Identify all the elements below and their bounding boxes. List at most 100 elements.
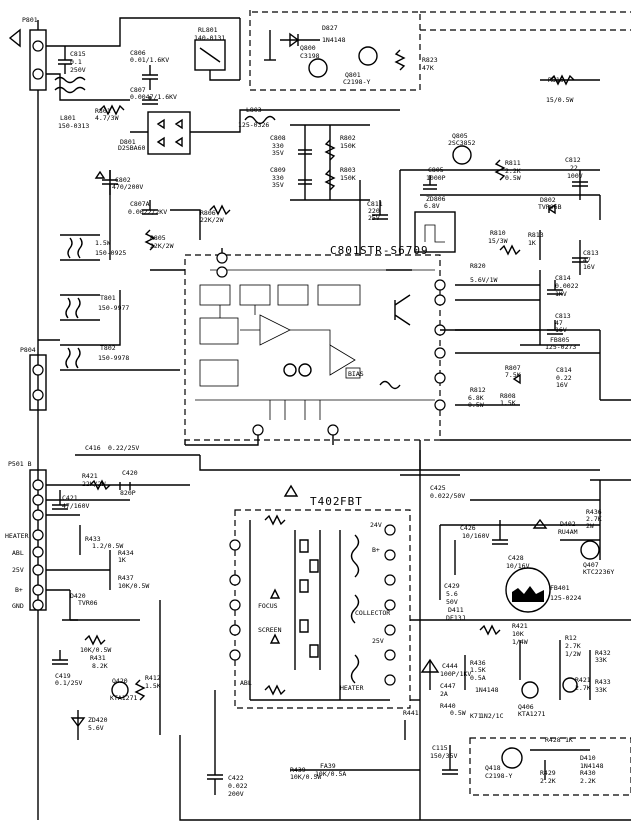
- svg-text:R436: R436: [470, 659, 486, 667]
- svg-text:22K/2W: 22K/2W: [150, 242, 174, 250]
- svg-text:R440: R440: [440, 702, 456, 710]
- svg-text:DF13J: DF13J: [446, 614, 466, 622]
- svg-text:KTA1271: KTA1271: [518, 710, 545, 718]
- svg-text:15/0.5W: 15/0.5W: [546, 96, 573, 104]
- svg-text:1N4148: 1N4148: [580, 762, 604, 770]
- svg-text:R803: R803: [340, 166, 356, 174]
- svg-text:2W: 2W: [586, 522, 594, 530]
- svg-text:SCREEN: SCREEN: [258, 626, 282, 634]
- svg-text:C428: C428: [508, 554, 524, 562]
- svg-text:1.5W: 1.5W: [95, 239, 111, 247]
- svg-text:125-0326: 125-0326: [238, 121, 269, 129]
- svg-text:1K: 1K: [118, 556, 126, 564]
- svg-text:D420: D420: [70, 592, 86, 600]
- svg-text:2.2K: 2.2K: [540, 777, 556, 785]
- svg-text:L803: L803: [246, 106, 262, 114]
- svg-text:1N4148: 1N4148: [475, 686, 499, 694]
- svg-text:R816: R816: [548, 76, 564, 84]
- svg-text:R421: R421: [575, 676, 591, 684]
- svg-text:R820: R820: [470, 262, 486, 270]
- svg-text:22: 22: [570, 164, 578, 172]
- svg-text:C812: C812: [565, 156, 581, 164]
- svg-text:0.22: 0.22: [556, 374, 572, 382]
- svg-text:0.5W: 0.5W: [505, 174, 521, 182]
- svg-text:22K/2W: 22K/2W: [200, 216, 224, 224]
- svg-text:Q406: Q406: [518, 703, 534, 711]
- svg-text:RU4AM: RU4AM: [558, 528, 578, 536]
- svg-text:1000P: 1000P: [426, 174, 446, 182]
- fbt-focus: FOCUS: [258, 602, 278, 610]
- r816-group: R816 15/0.5W: [540, 74, 600, 104]
- svg-text:R432: R432: [595, 649, 611, 657]
- svg-text:R823: R823: [422, 56, 438, 64]
- svg-text:C444: C444: [442, 662, 458, 670]
- svg-text:820P: 820P: [120, 489, 136, 497]
- svg-text:47: 47: [555, 319, 563, 327]
- svg-text:R441: R441: [403, 709, 419, 717]
- svg-text:8.2K: 8.2K: [92, 662, 108, 670]
- svg-text:K71: K71: [470, 712, 482, 720]
- svg-text:16V: 16V: [583, 263, 595, 271]
- svg-text:C416: C416: [85, 444, 101, 452]
- svg-text:C811: C811: [367, 200, 383, 208]
- svg-text:1/4W: 1/4W: [512, 638, 528, 646]
- svg-text:2.2K: 2.2K: [580, 777, 596, 785]
- svg-text:0.5W: 0.5W: [450, 709, 466, 717]
- svg-text:R428: R428: [545, 736, 561, 744]
- svg-text:KTC2236Y: KTC2236Y: [583, 568, 614, 576]
- svg-text:100V: 100V: [567, 172, 583, 180]
- svg-text:35V: 35V: [272, 149, 284, 157]
- p801-label: P801: [22, 16, 38, 24]
- svg-text:1K: 1K: [528, 239, 536, 247]
- svg-text:L801: L801: [60, 114, 76, 122]
- svg-text:BIAS: BIAS: [348, 370, 364, 378]
- svg-text:2SC3852: 2SC3852: [448, 139, 475, 147]
- svg-text:1N4148: 1N4148: [322, 36, 346, 44]
- svg-text:D411: D411: [448, 606, 464, 614]
- svg-text:B+: B+: [372, 546, 380, 554]
- svg-text:R805: R805: [150, 234, 166, 242]
- svg-text:35V: 35V: [272, 181, 284, 189]
- svg-text:R436: R436: [586, 508, 602, 516]
- svg-text:0.0047/1.6KV: 0.0047/1.6KV: [130, 93, 177, 101]
- p501b-pin-25v: 25V: [12, 566, 24, 574]
- fbt-type: FBT: [340, 495, 363, 508]
- svg-text:R12: R12: [565, 634, 577, 642]
- svg-text:470/200V: 470/200V: [112, 183, 143, 191]
- svg-text:220: 220: [368, 207, 380, 215]
- svg-text:47: 47: [583, 256, 591, 264]
- svg-text:1N2/1C: 1N2/1C: [480, 712, 504, 720]
- svg-text:Q801: Q801: [345, 71, 361, 79]
- svg-text:C426: C426: [460, 524, 476, 532]
- svg-text:T801: T801: [100, 294, 116, 302]
- svg-text:10/16V: 10/16V: [506, 562, 530, 570]
- svg-text:R437: R437: [118, 574, 134, 582]
- svg-text:Q805: Q805: [452, 132, 468, 140]
- svg-text:2.2K: 2.2K: [505, 167, 521, 175]
- svg-text:R806: R806: [200, 209, 216, 217]
- svg-text:C420: C420: [122, 469, 138, 477]
- svg-text:5.6V: 5.6V: [88, 724, 104, 732]
- svg-text:FB805: FB805: [550, 336, 570, 344]
- svg-text:22K/2W: 22K/2W: [82, 480, 106, 488]
- svg-text:D2SBA60: D2SBA60: [118, 144, 145, 152]
- svg-text:0.01/1.6KV: 0.01/1.6KV: [130, 56, 169, 64]
- svg-text:FA39: FA39: [320, 762, 336, 770]
- svg-text:C421: C421: [62, 494, 78, 502]
- svg-text:R412: R412: [145, 674, 161, 682]
- svg-text:2.7K: 2.7K: [586, 515, 602, 523]
- svg-text:R431: R431: [90, 654, 106, 662]
- svg-text:250V: 250V: [70, 66, 86, 74]
- svg-text:R434: R434: [118, 549, 134, 557]
- svg-text:10K/0.5W: 10K/0.5W: [80, 646, 111, 654]
- svg-text:C2198-Y: C2198-Y: [343, 78, 370, 86]
- svg-text:150K: 150K: [340, 174, 356, 182]
- svg-text:R421: R421: [82, 472, 98, 480]
- svg-text:C419: C419: [55, 672, 71, 680]
- svg-text:1.5K: 1.5K: [500, 399, 516, 407]
- svg-text:R801: R801: [95, 107, 111, 115]
